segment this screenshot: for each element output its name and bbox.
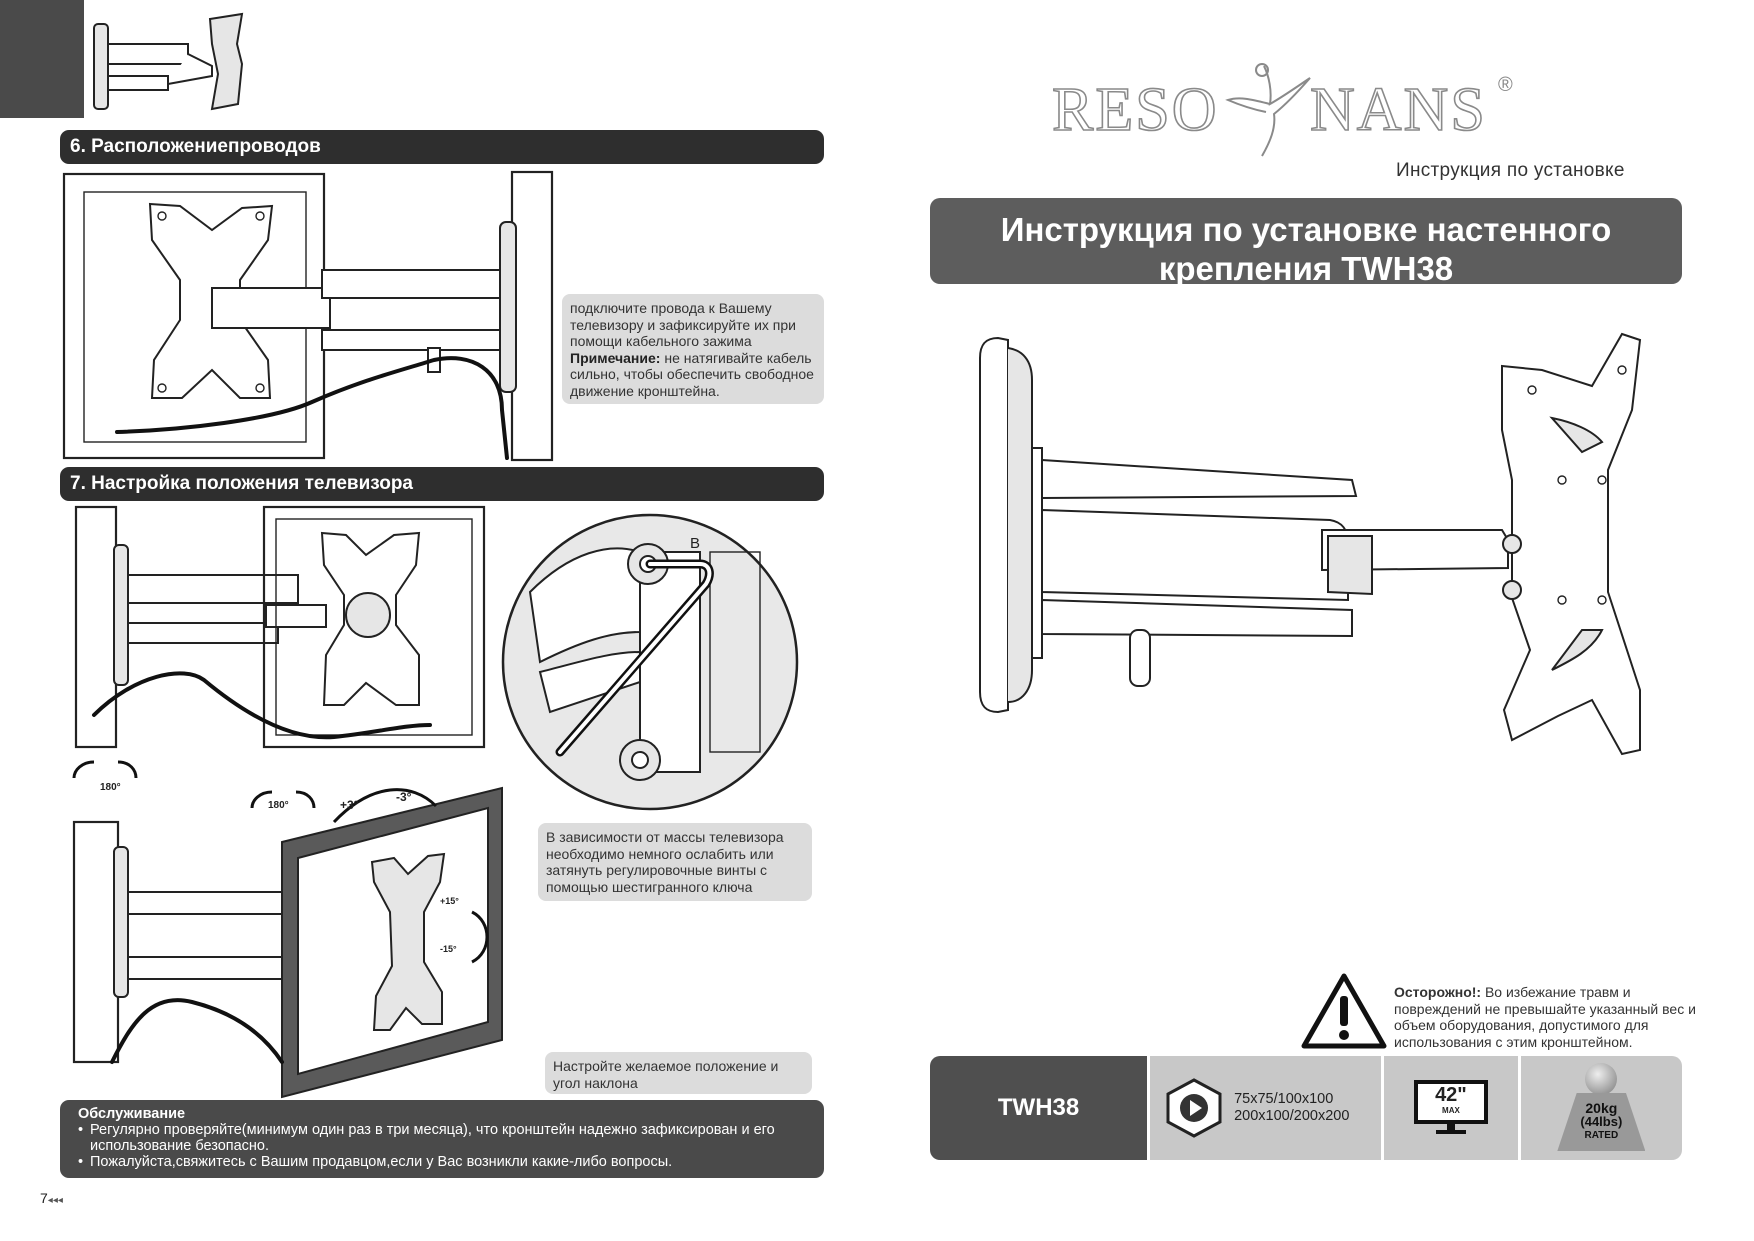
page-number-value: 7 xyxy=(40,1190,48,1206)
tilt-minus-label: -15° xyxy=(440,944,457,954)
section-6-heading: 6. Расположениепроводов xyxy=(60,130,824,164)
warning-label: Осторожно!: xyxy=(1394,984,1482,1000)
title-line-2: крепления TWH38 xyxy=(1158,250,1454,287)
level-minus-label: -3° xyxy=(396,790,412,804)
page-corner-block xyxy=(0,0,84,118)
monitor-icon: 42" MAX xyxy=(1413,1080,1488,1136)
tv-adjustment-illustration xyxy=(74,505,486,749)
swivel-label-2: 180° xyxy=(268,800,289,811)
maintenance-item: Регулярно проверяйте(минимум один раз в … xyxy=(78,1122,806,1154)
cable-note-label: Примечание: xyxy=(570,349,661,366)
tilt-swivel-illustration xyxy=(72,760,503,1099)
title-line-1: Инструкция по установке настенного xyxy=(1000,211,1612,248)
cable-routing-illustration xyxy=(62,170,554,462)
spec-bar: TWH38 75x75/100x100 200x100/200x200 42" … xyxy=(930,1056,1682,1160)
tilt-plus-label: +15° xyxy=(440,896,459,906)
maintenance-item: Пожалуйста,свяжитесь с Вашим продавцом,е… xyxy=(78,1154,806,1170)
cable-note-text: не натягивайте кабель сильно, чтобы обес… xyxy=(570,349,814,399)
bracket-thumbnail-image xyxy=(93,12,244,111)
maintenance-box: Обслуживание Регулярно проверяйте(миниму… xyxy=(60,1100,824,1178)
weight-kg: 20kg xyxy=(1585,1100,1618,1116)
warning-text: Во избежание травм и повреждений не прев… xyxy=(1394,984,1696,1050)
maintenance-title: Обслуживание xyxy=(78,1106,186,1122)
document-title: Инструкция по установке настенного крепл… xyxy=(930,198,1682,287)
brand-logo-right: NANS xyxy=(1309,75,1487,145)
warning-note: Осторожно!: Во избежание травм и поврежд… xyxy=(1394,984,1696,1050)
vesa-icon xyxy=(1166,1078,1222,1138)
vesa-line-2: 200x100/200x200 xyxy=(1234,1108,1350,1124)
warning-icon xyxy=(1301,973,1387,1049)
brand-logo: RESO NANS ® xyxy=(1051,63,1522,160)
registered-mark: ® xyxy=(1498,74,1513,96)
screw-adjustment-note: В зависимости от массы телевизора необхо… xyxy=(538,823,812,901)
cable-routing-text: подключите провода к Вашему телевизору и… xyxy=(570,300,796,349)
brand-logo-left: RESO xyxy=(1051,75,1219,145)
level-plus-label: +3° xyxy=(340,798,359,812)
weight-cell: 20kg (44lbs) RATED xyxy=(1520,1056,1682,1160)
position-note: Настройте желаемое положение и угол накл… xyxy=(545,1052,812,1094)
cable-routing-note: подключите провода к Вашему телевизору и… xyxy=(562,294,824,404)
swivel-label-1: 180° xyxy=(100,782,121,793)
page-number: 7◂◂◂ xyxy=(40,1190,63,1206)
weight-icon: 20kg (44lbs) RATED xyxy=(1553,1063,1649,1153)
vesa-cell: 75x75/100x100 200x100/200x200 xyxy=(1150,1056,1382,1160)
screen-max-label: MAX xyxy=(1442,1106,1460,1115)
section-7-heading: 7. Настройка положения телевизора xyxy=(60,467,824,501)
fairy-logo-icon xyxy=(1225,63,1311,157)
weight-rated: RATED xyxy=(1584,1130,1619,1141)
document-subtitle: Инструкция по установке xyxy=(1396,160,1625,181)
wall-mount-product-image xyxy=(979,332,1642,756)
model-cell: TWH38 xyxy=(930,1056,1148,1160)
adjustment-screw-detail xyxy=(501,513,799,811)
arrows-icon: ◂◂◂ xyxy=(47,1195,63,1206)
vesa-line-1: 75x75/100x100 xyxy=(1234,1091,1334,1107)
detail-label-b: B xyxy=(690,535,701,552)
screen-size-cell: 42" MAX xyxy=(1384,1056,1518,1160)
weight-lbs: (44lbs) xyxy=(1580,1114,1623,1129)
screen-size-value: 42" xyxy=(1435,1084,1467,1106)
